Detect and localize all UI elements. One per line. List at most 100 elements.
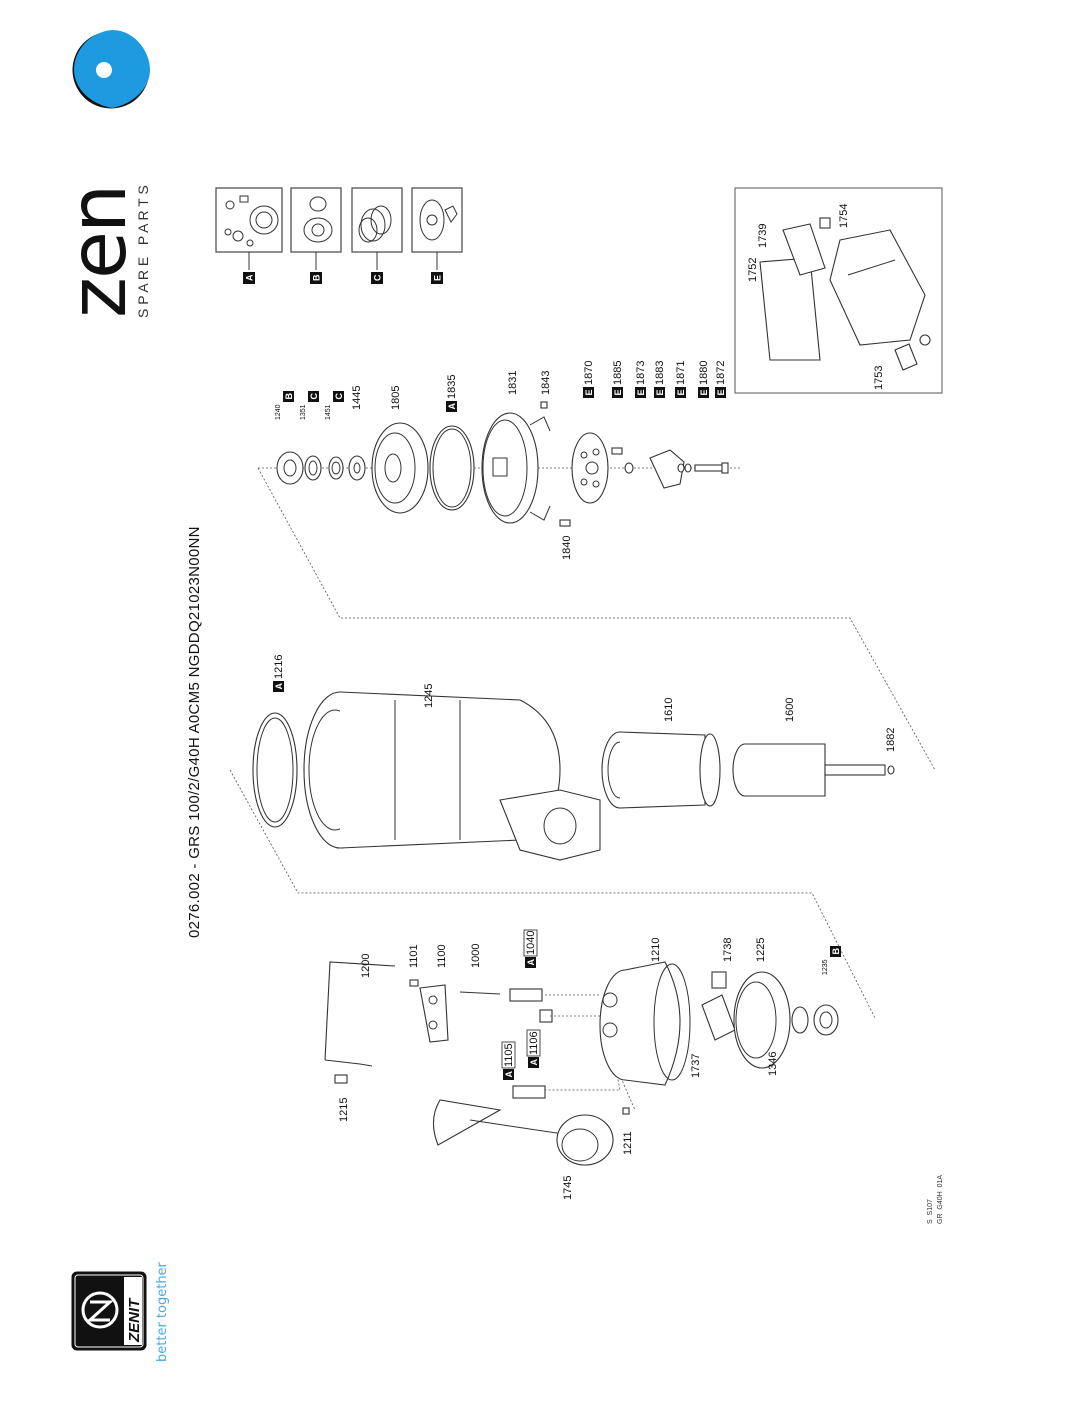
part-number: 1754	[838, 204, 850, 228]
part-number: 1753	[873, 366, 885, 390]
part-number: 1200	[360, 954, 372, 978]
svg-text:B: B	[312, 274, 322, 281]
kit-b-thumbnail	[290, 187, 342, 270]
part-label-1211: 1211	[622, 1131, 634, 1155]
part-number: 1216	[273, 655, 285, 679]
part-number: 1211	[622, 1131, 634, 1155]
kit-badge-b	[830, 946, 841, 957]
part-number: 1351	[300, 404, 307, 420]
part-number: 1225	[755, 938, 767, 962]
kit-badge-c	[308, 391, 319, 402]
kit-badge-e	[583, 387, 594, 398]
kit-badge-a	[503, 1069, 514, 1080]
part-label-1040: A 1040	[523, 929, 538, 968]
svg-text:E: E	[613, 389, 623, 395]
part-label-1873: E 1873	[635, 361, 647, 398]
kit-letter-a: A	[243, 272, 255, 284]
spare-parts-text: S P A R E P A R T S	[135, 185, 151, 318]
part-number: 1451	[325, 404, 332, 420]
svg-text:C: C	[334, 393, 344, 400]
part-number: 1000	[470, 944, 482, 968]
part-number: 1101	[408, 944, 420, 968]
part-number: 1240	[275, 404, 282, 420]
svg-text:A: A	[529, 1059, 539, 1066]
part-number: 1831	[507, 371, 519, 395]
svg-text:zen: zen	[54, 186, 144, 318]
svg-text:E: E	[716, 389, 726, 395]
part-label-1738: 1738	[722, 938, 734, 962]
svg-text:E: E	[676, 389, 686, 395]
motor-housing-parts	[229, 691, 895, 1019]
svg-text:E: E	[636, 389, 646, 395]
svg-text:ZENIT: ZENIT	[126, 1297, 143, 1343]
part-label-1745: 1745	[562, 1176, 574, 1200]
part-label-1245: 1245	[423, 684, 435, 708]
part-label-1346: 1346	[767, 1052, 779, 1076]
part-label-1831: 1831	[507, 371, 519, 395]
svg-text:C: C	[373, 274, 383, 281]
kit-badge-e	[612, 387, 623, 398]
part-label-1000: 1000	[470, 944, 482, 968]
kit-badge-e	[635, 387, 646, 398]
bottom-cover-parts	[324, 961, 839, 1166]
kit-letter-e: E	[431, 272, 443, 284]
part-number: 1883	[654, 361, 666, 385]
part-number: 1235	[822, 959, 829, 975]
part-number: 1738	[722, 938, 734, 962]
part-label-1843: 1843	[540, 371, 552, 395]
part-number: 1100	[436, 944, 448, 968]
svg-text:E: E	[584, 389, 594, 395]
part-number: 1245	[423, 684, 435, 708]
part-number: 1873	[635, 361, 647, 385]
part-number: 1106	[528, 1031, 540, 1055]
svg-text:E: E	[655, 389, 665, 395]
part-number: 1105	[503, 1043, 515, 1067]
kit-c-thumbnail	[351, 187, 403, 270]
part-label-1835: A 1835	[446, 375, 458, 412]
part-label-1445: 1445	[351, 386, 363, 410]
footer-line-1: S S107	[927, 1199, 934, 1224]
part-label-1215: 1215	[338, 1098, 350, 1122]
top-assembly-parts	[257, 401, 936, 771]
part-label-1610: 1610	[663, 698, 675, 722]
kit-badge-a	[273, 681, 284, 692]
svg-text:A: A	[526, 959, 536, 966]
kit-e-thumbnail	[411, 187, 463, 270]
part-label-1872: E 1872	[715, 361, 727, 398]
part-number: 1872	[715, 361, 727, 385]
kit-badge-e	[715, 387, 726, 398]
part-label-1754: 1754	[838, 204, 850, 228]
tagline: better together	[155, 1261, 170, 1362]
part-number: 1040	[525, 931, 537, 955]
svg-text:E: E	[433, 275, 443, 281]
svg-text:E: E	[699, 389, 709, 395]
svg-text:A: A	[447, 403, 457, 410]
svg-text:C: C	[309, 393, 319, 400]
part-number: 1745	[562, 1176, 574, 1200]
part-label-1225: 1225	[755, 938, 767, 962]
kit-badge-b	[283, 391, 294, 402]
kit-badge-a	[525, 957, 536, 968]
kit-a-thumbnail	[215, 187, 283, 270]
part-number: 1346	[767, 1052, 779, 1076]
part-number: 1752	[747, 258, 759, 282]
footer-line-2: GR G40H 01A	[937, 1175, 944, 1224]
drawing-title: 0276.002 - GRS 100/2/G40H A0CM5 NGDDQ210…	[186, 526, 203, 938]
part-label-1882: 1882	[885, 728, 897, 752]
kit-thumbnails	[215, 187, 463, 270]
part-number: 1871	[675, 361, 687, 385]
part-number: 1840	[561, 536, 573, 560]
svg-text:A: A	[274, 683, 284, 690]
part-number: 1835	[446, 375, 458, 399]
kit-badge-e	[675, 387, 686, 398]
part-label-1883: E 1883	[654, 361, 666, 398]
part-number: 1739	[757, 224, 769, 248]
part-label-1210: 1210	[650, 938, 662, 962]
part-number: 1805	[390, 386, 402, 410]
